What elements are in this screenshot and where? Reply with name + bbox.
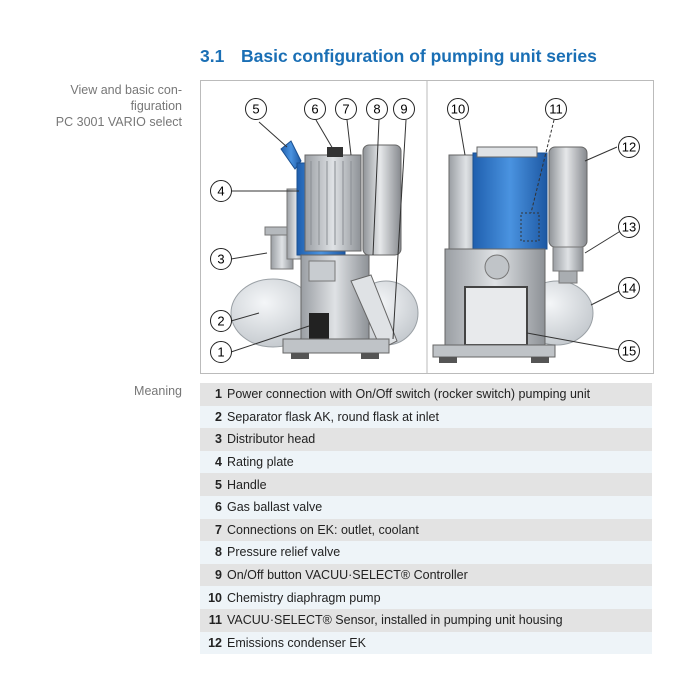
callout-label: 13: [622, 220, 636, 235]
sensor-marker: [520, 212, 540, 242]
legend-text: Connections on EK: outlet, coolant: [227, 522, 419, 537]
callout-circle: [618, 340, 640, 362]
callout-label: 15: [622, 344, 636, 359]
callout-circle: [545, 98, 567, 120]
legend-row: 12 Emissions condenser EK: [200, 631, 652, 655]
legend-text: Power connection with On/Off switch (roc…: [227, 387, 591, 402]
callout-circle: [210, 180, 232, 202]
legend-text: On/Off button VACUU·SELECT® Controller: [227, 568, 468, 583]
left-view: [230, 140, 419, 359]
legend-number: 12: [208, 635, 222, 650]
callout-label: 2: [217, 314, 224, 329]
caption-line: View and basic con-: [70, 83, 182, 97]
legend-number: 7: [215, 522, 222, 537]
callout-label: 14: [622, 281, 636, 296]
legend-row: 2 Separator flask AK, round flask at inle…: [200, 405, 652, 429]
callout-label: 4: [217, 184, 224, 199]
caption-line: PC 3001 VARIO select: [55, 115, 182, 129]
right-view: [432, 146, 594, 363]
callout-label: 1: [217, 345, 224, 360]
callout-label: 5: [252, 102, 259, 117]
emissions-condenser-right: [548, 146, 588, 248]
legend-row: 8 Pressure relief valve: [200, 541, 652, 564]
pump-body-right: [472, 152, 548, 250]
caption-line: figuration: [130, 99, 182, 113]
callout-label: 6: [311, 102, 318, 117]
legend-text: Rating plate: [227, 455, 294, 470]
legend-text: Pressure relief valve: [227, 545, 341, 560]
callout-label: 12: [622, 140, 636, 155]
legend-text: Gas ballast valve: [227, 500, 323, 515]
callout-label: 7: [342, 102, 349, 117]
callout-circle: [366, 98, 388, 120]
legend-row: 3 Distributor head: [200, 428, 652, 451]
legend-row: 1 Power connection with On/Off switch (ro…: [200, 383, 652, 406]
legend-text: VACUU·SELECT® Sensor, installed in pumpi…: [227, 613, 563, 628]
legend-number: 2: [215, 409, 222, 424]
legend-number: 6: [215, 500, 222, 515]
legend-row: 9 On/Off button VACUU·SELECT® Controller: [200, 563, 652, 587]
legend-number: 9: [215, 568, 222, 583]
legend-number: 1: [215, 387, 222, 402]
callout-label: 9: [400, 102, 407, 117]
callout-circle: [618, 216, 640, 238]
meaning-label: Meaning: [134, 384, 182, 398]
pump-drawing: 1 2 3 4 5 6 7 8 9 10 11 12 13 1: [210, 81, 640, 373]
legend-row: 4 Rating plate: [200, 450, 652, 474]
callout-circle: [210, 341, 232, 363]
legend-row: 10 Chemistry diaphragm pump: [200, 586, 652, 609]
callout-label: 8: [373, 102, 380, 117]
legend-number: 5: [215, 477, 222, 492]
callout-circle: [210, 248, 232, 270]
section-title: Basic configuration of pumping unit seri…: [241, 46, 597, 66]
handle: [280, 140, 302, 170]
callout-circle: [618, 136, 640, 158]
legend-row: 6 Gas ballast valve: [200, 495, 652, 519]
callout-label: 10: [451, 102, 465, 117]
legend-number: 4: [215, 455, 222, 470]
legend-number: 8: [215, 545, 222, 560]
callout-circle: [210, 310, 232, 332]
legend-text: Distributor head: [227, 432, 316, 447]
legend-text: Separator flask AK, round flask at inlet: [227, 409, 439, 424]
legend-text: Emissions condenser EK: [227, 635, 366, 650]
base-panel: [464, 286, 528, 346]
leader-lines: [230, 119, 628, 353]
legend-row: 11 VACUU·SELECT® Sensor, installed in pum…: [200, 608, 652, 632]
callout-circle: [335, 98, 357, 120]
power-switch: [309, 313, 329, 341]
emissions-condenser-left: [362, 144, 402, 256]
callout-circle: [304, 98, 326, 120]
legend-text: Chemistry diaphragm pump: [227, 590, 381, 605]
callout-circle: [393, 98, 415, 120]
legend-number: 10: [208, 590, 222, 605]
callout-label: 3: [217, 252, 224, 267]
callout-circle: [245, 98, 267, 120]
callout-labels: 1 2 3 4 5 6 7 8 9 10 11 12 13 1: [210, 98, 640, 363]
controller-panel: [350, 274, 398, 350]
motor-housing: [304, 154, 362, 252]
legend-row: 7 Connections on EK: outlet, coolant: [200, 518, 652, 542]
base-plate-right: [432, 344, 556, 358]
callout-label: 11: [549, 102, 563, 117]
legend-text: Handle: [227, 477, 267, 492]
section-number: 3.1: [200, 46, 225, 66]
gas-ballast-valve: [327, 147, 343, 157]
section-heading: 3.1 Basic configuration of pumping unit s…: [200, 46, 597, 67]
figure-caption: View and basic con- figuration PC 3001 V…: [56, 82, 182, 130]
pump-illustration: 1 2 3 4 5 6 7 8 9 10 11 12 13 1: [200, 80, 654, 374]
legend-number: 11: [208, 613, 222, 628]
callout-circle: [447, 98, 469, 120]
legend-row: 5 Handle: [200, 473, 652, 496]
legend-number: 3: [215, 432, 222, 447]
base-plate-left: [282, 338, 390, 354]
callout-circle: [618, 277, 640, 299]
legend-table: 1 Power connection with On/Off switch (ro…: [200, 383, 652, 655]
